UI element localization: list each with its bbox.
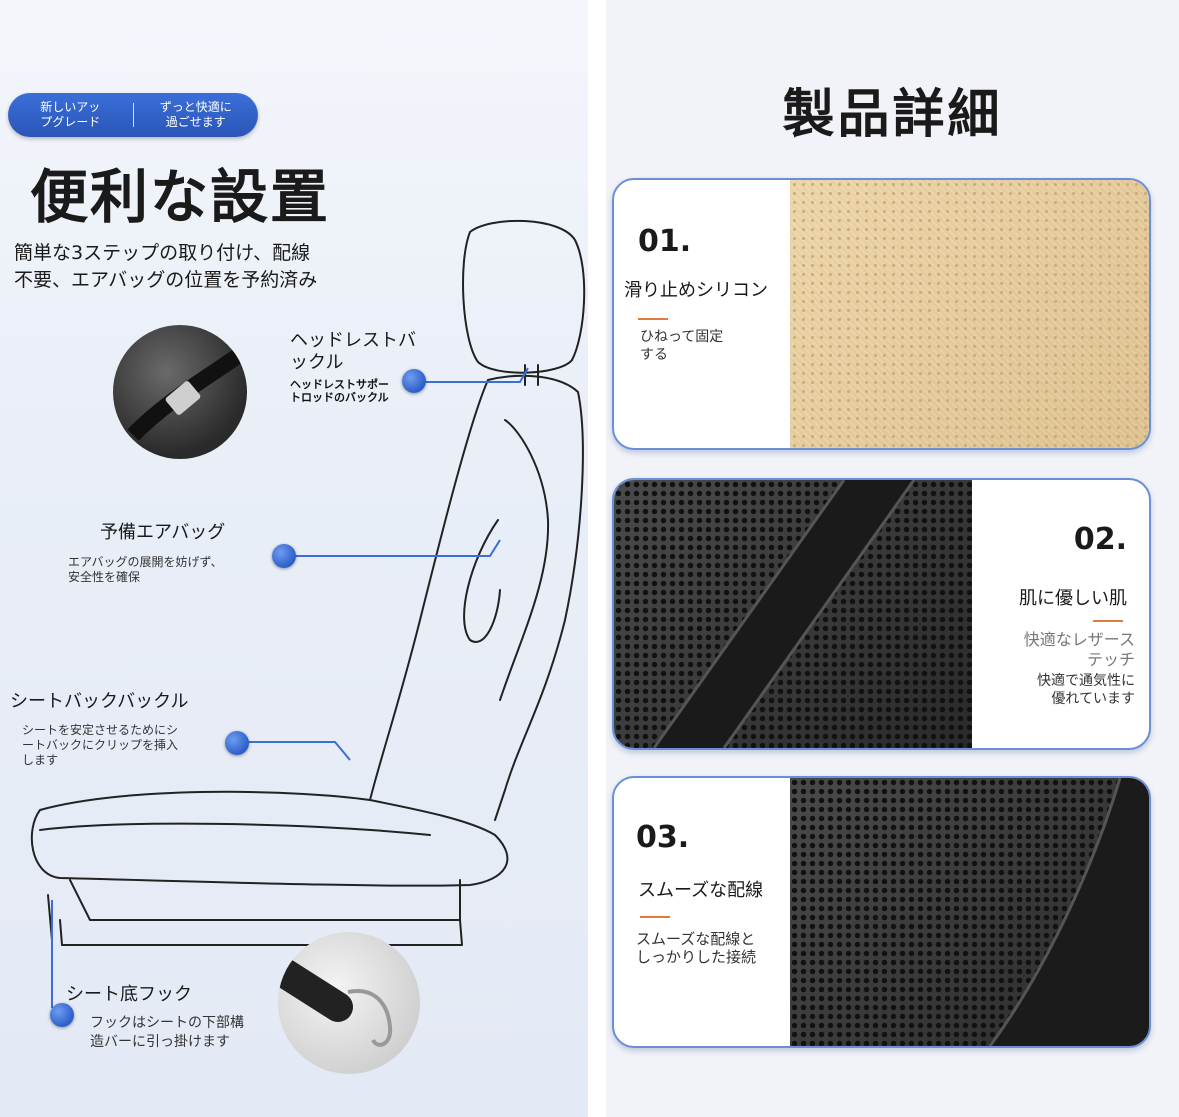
card-2-desc-light: 快適なレザース テッチ <box>1023 630 1135 669</box>
seat-hook-photo <box>278 932 420 1074</box>
card-2-underline <box>1093 620 1123 622</box>
installation-subtitle: 簡単な3ステップの取り付け、配線 不要、エアバッグの位置を予約済み <box>14 242 318 291</box>
airbag-desc-wrap: エアバッグの展開を妨げず、 安全性を確保 <box>68 555 223 585</box>
card-1-number: 01. <box>638 224 692 259</box>
airbag-label: 予備エアバッグ <box>100 522 225 544</box>
badge-right-text: ずっと快適に 過ごせます <box>159 100 232 129</box>
buckle-strap-image <box>127 339 247 441</box>
leather-mesh-image <box>614 480 972 748</box>
airbag-title: 予備エアバッグ <box>100 522 226 543</box>
airbag-desc: エアバッグの展開を妨げず、 安全性を確保 <box>68 555 223 584</box>
silicone-texture-image <box>790 180 1149 448</box>
card-1-underline <box>638 318 668 320</box>
installation-panel: 新しいアッ プグレード ずっと快適に 過ごせます 便利な設置 簡単な3ステップの… <box>0 0 588 1117</box>
hook-label: シート底フック <box>66 984 192 1006</box>
card-2-title: 肌に優しい肌 <box>1019 588 1127 609</box>
hook-title: シート底フック <box>66 984 192 1005</box>
headrest-label: ヘッドレストバ ックル ヘッドレストサポー トロッドのバックル <box>290 330 416 404</box>
black-panel <box>988 778 1149 1046</box>
wiring-mesh-image <box>790 778 1149 1046</box>
seatback-title: シートバックバックル <box>10 691 189 712</box>
detail-card-2: 02. 肌に優しい肌 快適なレザース テッチ 快適で通気性に 優れています <box>612 478 1151 750</box>
badge-left-text: 新しいアッ プグレード <box>40 100 101 129</box>
leather-stripe <box>652 480 916 748</box>
seatback-label: シートバックバックル シートを安定させるためにシ ートバックにクリップを挿入 し… <box>10 691 189 768</box>
installation-title: 便利な設置 <box>30 163 331 231</box>
headrest-title: ヘッドレストバ ックル <box>290 330 416 373</box>
card-3-number: 03. <box>636 820 690 855</box>
card-1-title: 滑り止めシリコン <box>624 280 768 301</box>
card-3-desc: スムーズな配線と しっかりした接続 <box>636 930 757 966</box>
card-2-number: 02. <box>1073 522 1127 557</box>
headrest-buckle-photo <box>113 325 247 459</box>
hook-marker <box>50 1003 74 1027</box>
seat-outline-illustration <box>30 219 586 1008</box>
card-3-underline <box>640 916 670 918</box>
hook-desc: フックはシートの下部構 造バーに引っ掛けます <box>90 1015 244 1050</box>
card-3-title: スムーズな配線 <box>638 880 764 901</box>
badge-separator <box>132 103 134 127</box>
panel-divider <box>588 0 606 1117</box>
seatback-marker <box>225 731 249 755</box>
seatback-desc: シートを安定させるためにシ ートバックにクリップを挿入 します <box>22 723 179 767</box>
airbag-marker <box>272 544 296 568</box>
headrest-desc: ヘッドレストサポー トロッドのバックル <box>290 378 389 404</box>
detail-card-1: 01. 滑り止めシリコン ひねって固定 する <box>612 178 1151 450</box>
headrest-marker <box>402 369 426 393</box>
hook-strap-image <box>278 957 393 1047</box>
product-details-title: 製品詳細 <box>782 84 1003 145</box>
upgrade-badge: 新しいアッ プグレード ずっと快適に 過ごせます <box>8 93 258 137</box>
detail-card-3: 03. スムーズな配線 スムーズな配線と しっかりした接続 <box>612 776 1151 1048</box>
card-2-desc: 快適で通気性に 優れています <box>1037 673 1135 707</box>
card-1-desc: ひねって固定 する <box>640 329 724 363</box>
hook-desc-wrap: フックはシートの下部構 造バーに引っ掛けます <box>90 1014 244 1052</box>
